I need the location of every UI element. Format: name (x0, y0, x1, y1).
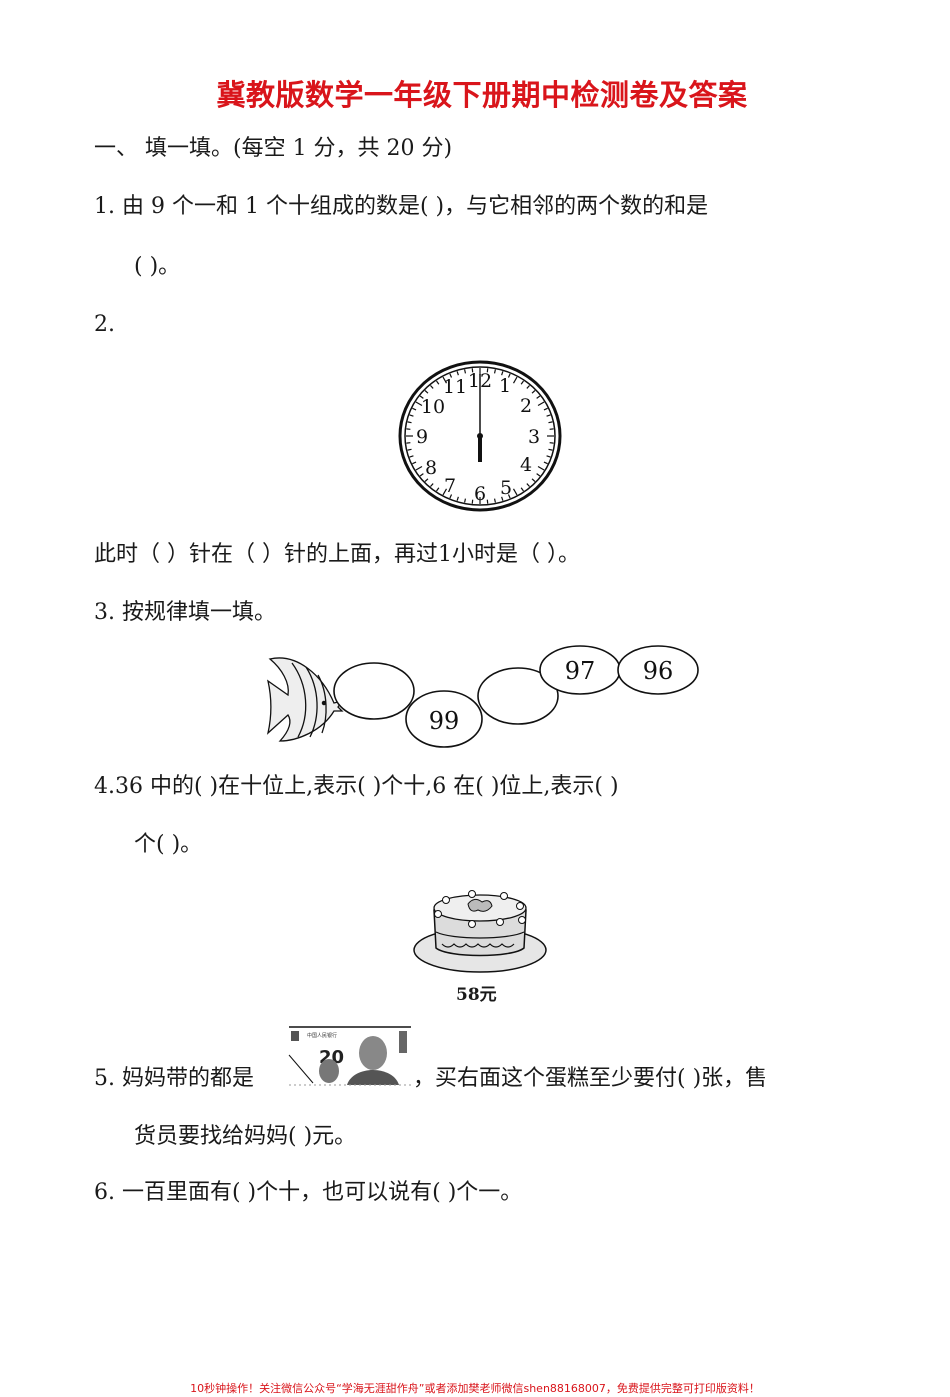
page-title: 冀教版数学一年级下册期中检测卷及答案 (216, 78, 748, 112)
cake-price-label: 58元 (456, 985, 497, 1005)
question-3-text: 3. 按规律填一填。 (94, 600, 276, 625)
sequence-oval-2 (405, 690, 483, 748)
question-2-text: 此时（ ）针在（ ）针的上面，再过1小时是（ ）。 (94, 542, 580, 567)
svg-text:96: 96 (643, 657, 674, 685)
sequence-oval-1 (333, 662, 415, 720)
cake-image (413, 890, 547, 973)
clock-number-1: 1 (499, 375, 511, 397)
footer-promo-text: 10秒钟操作！关注微信公众号“学海无涯甜作舟”或者添加樊老师微信shen8816… (190, 1382, 760, 1395)
clock-number-7: 7 (444, 475, 456, 497)
clock-number-2: 2 (520, 395, 532, 417)
clock-number-11: 11 (443, 376, 467, 398)
clock-number-8: 8 (425, 457, 437, 479)
clock-image: 12 1 2 3 4 5 6 7 8 9 10 11 (398, 360, 562, 512)
question-1-line-2: ( )。 (134, 254, 181, 279)
clock-number-4: 4 (520, 454, 532, 476)
fish-icon (266, 657, 344, 742)
question-2-label: 2. (94, 312, 115, 337)
banknote-20-yuan-image: 中国人民银行 20 (288, 1026, 411, 1086)
number-sequence-fish: 99 97 96 (266, 645, 699, 748)
question-4-line-1: 4.36 中的( )在十位上,表示( )个十,6 在( )位上,表示( ) (94, 774, 619, 799)
svg-text:99: 99 (429, 707, 460, 735)
question-1-line-1: 1. 由 9 个一和 1 个十组成的数是( )，与它相邻的两个数的和是 (94, 194, 709, 219)
sequence-oval-3 (477, 667, 559, 725)
svg-text:中国人民银行: 中国人民银行 (307, 1032, 337, 1039)
question-6-text: 6. 一百里面有( )个十，也可以说有( )个一。 (94, 1180, 523, 1205)
clock-number-6: 6 (474, 483, 486, 505)
clock-number-9: 9 (416, 426, 428, 448)
question-5-line-1-end: ，买右面这个蛋糕至少要付( )张，售 (413, 1066, 768, 1091)
clock-number-3: 3 (528, 426, 540, 448)
clock-number-5: 5 (500, 477, 512, 499)
clock-number-10: 10 (421, 396, 445, 418)
question-5-line-1-start: 5. 妈妈带的都是 (94, 1066, 254, 1091)
svg-text:97: 97 (565, 657, 596, 685)
sequence-oval-5 (617, 645, 699, 695)
question-4-line-2: 个( )。 (134, 832, 203, 857)
question-5-line-2: 货员要找给妈妈( )元。 (134, 1124, 357, 1149)
section-heading: 一、 填一填。(每空 1 分，共 20 分) (94, 136, 453, 161)
